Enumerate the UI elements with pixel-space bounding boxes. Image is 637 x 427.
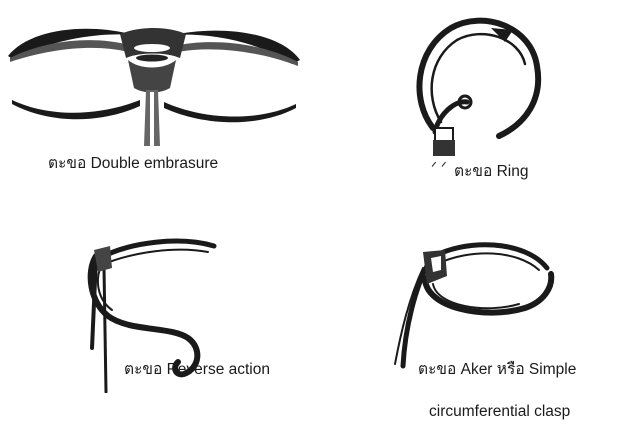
aker-clasp-icon: [375, 228, 575, 378]
aker-caption-line2: circumferential clasp: [429, 404, 570, 420]
aker-caption: ตะขอ Aker หรือ Simple: [418, 362, 576, 378]
ring-clasp-figure: [395, 4, 555, 164]
double-embrasure-caption: ตะขอ Double embrasure: [48, 156, 218, 172]
ring-clasp-icon: [395, 4, 555, 164]
double-embrasure-clasp-figure: [0, 8, 305, 148]
ring-caption: ตะขอ Ring: [454, 164, 528, 180]
ring-scan-mark: ᐟ ᐟ: [431, 160, 447, 174]
aker-clasp-figure: [375, 228, 575, 378]
reverse-action-caption: ตะขอ Reverse action: [124, 362, 270, 378]
double-embrasure-clasp-icon: [0, 8, 305, 148]
